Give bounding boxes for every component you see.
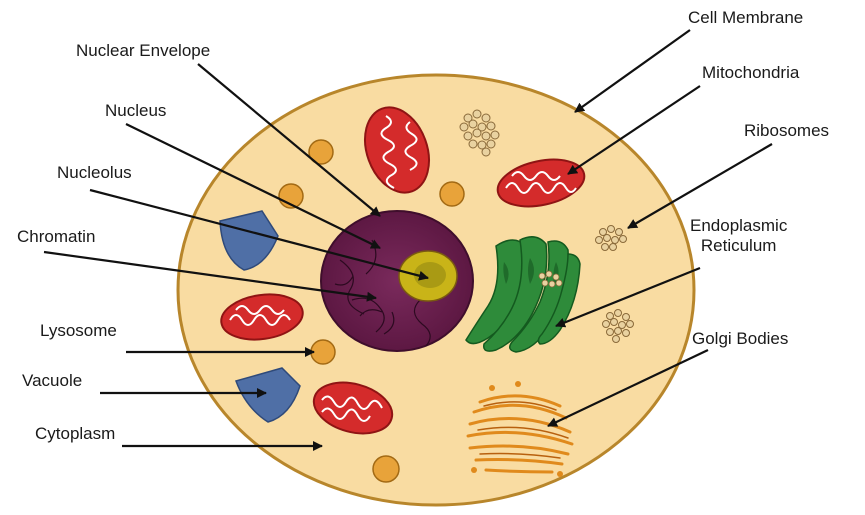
label-nucleolus: Nucleolus bbox=[57, 163, 132, 183]
label-ribosomes: Ribosomes bbox=[744, 121, 829, 141]
label-nucleus: Nucleus bbox=[105, 101, 166, 121]
label-cell-membrane: Cell Membrane bbox=[688, 8, 803, 28]
label-chromatin: Chromatin bbox=[17, 227, 95, 247]
label-endoplasmic-reticulum-line1: Endoplasmic bbox=[690, 216, 787, 236]
lysosome-3 bbox=[440, 182, 464, 206]
label-cytoplasm: Cytoplasm bbox=[35, 424, 115, 444]
label-golgi-bodies: Golgi Bodies bbox=[692, 329, 788, 349]
label-lysosome: Lysosome bbox=[40, 321, 117, 341]
label-vacuole: Vacuole bbox=[22, 371, 82, 391]
lysosome-4 bbox=[311, 340, 335, 364]
arrow-cell-membrane bbox=[575, 30, 690, 112]
label-endoplasmic-reticulum-line2: Reticulum bbox=[690, 236, 787, 256]
label-endoplasmic-reticulum: Endoplasmic Reticulum bbox=[690, 216, 787, 256]
label-nuclear-envelope: Nuclear Envelope bbox=[76, 41, 210, 61]
nucleolus-shape bbox=[399, 251, 457, 301]
lysosome-5 bbox=[373, 456, 399, 482]
label-mitochondria: Mitochondria bbox=[702, 63, 799, 83]
